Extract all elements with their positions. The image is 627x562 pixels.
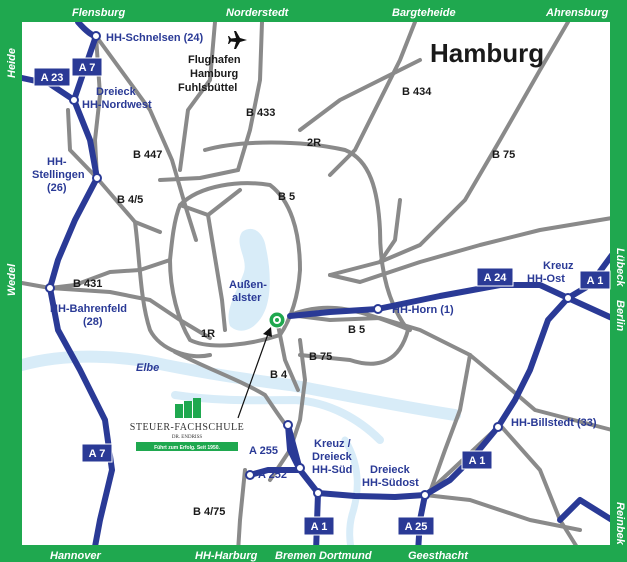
junction-sued-line3: HH-Süd — [312, 464, 352, 476]
horn-node — [373, 304, 383, 314]
dest-norderstedt: Norderstedt — [226, 7, 290, 19]
road-b5-east: B 5 — [348, 324, 365, 336]
shield-a24: A 24 — [476, 267, 514, 287]
steuer-fachschule-logo[interactable]: STEUER-FACHSCHULE DR. ENDRISS Führt zum … — [130, 398, 244, 451]
junction-billstedt: HH-Billstedt (33) — [511, 417, 597, 429]
shield-a7-top: A 7 — [71, 57, 103, 77]
junction-ost-line1: Kreuz — [543, 260, 574, 272]
shield-a7-bottom: A 7 — [81, 443, 113, 463]
svg-text:A 7: A 7 — [79, 62, 96, 74]
road-a252: A 252 — [258, 469, 287, 481]
school-location-marker[interactable] — [268, 311, 286, 329]
svg-text:A 24: A 24 — [484, 272, 508, 284]
road-b433: B 433 — [246, 107, 275, 119]
road-b447: B 447 — [133, 149, 162, 161]
interchange-markers — [45, 31, 573, 500]
svg-text:A 7: A 7 — [89, 448, 106, 460]
junction-schnelsen: HH-Schnelsen (24) — [106, 32, 204, 44]
road-a255: A 255 — [249, 445, 278, 457]
road-b75-ne: B 75 — [492, 149, 515, 161]
stellingen-node — [92, 173, 102, 183]
dest-heide: Heide — [6, 48, 18, 78]
dest-flensburg: Flensburg — [72, 7, 125, 19]
schnelsen-node — [91, 31, 101, 41]
sued-node — [295, 463, 305, 473]
airport-line-3: Fuhlsbüttel — [178, 82, 237, 94]
dest-hannover: Hannover — [50, 550, 101, 562]
svg-text:A 23: A 23 — [41, 72, 64, 84]
label-aussenalster-line2: alster — [232, 292, 262, 304]
road-b45: B 4/5 — [117, 194, 143, 206]
nordwest-node — [69, 95, 79, 105]
road-b75-south: B 75 — [309, 351, 332, 363]
shield-a1-right: A 1 — [579, 270, 611, 290]
junction-nordwest-line1: Dreieck — [96, 86, 137, 98]
dest-bremen-dortmund: Bremen Dortmund — [275, 550, 372, 562]
junction-sued-line1: Kreuz / — [314, 438, 351, 450]
shield-a23: A 23 — [33, 67, 71, 87]
logo-sub: DR. ENDRISS — [172, 435, 203, 440]
road-b434: B 434 — [402, 86, 432, 98]
bahrenfeld-node — [45, 283, 55, 293]
dest-reinbek: Reinbek — [614, 502, 626, 546]
logo-name: STEUER-FACHSCHULE — [130, 422, 244, 433]
dest-geesthacht: Geesthacht — [408, 550, 469, 562]
junction-stellingen-line1: HH- — [47, 156, 67, 168]
dest-wedel: Wedel — [6, 263, 18, 296]
road-b5-north: B 5 — [278, 191, 295, 203]
label-elbe: Elbe — [136, 362, 159, 374]
svg-text:A 1: A 1 — [469, 455, 486, 467]
junction-ost-line2: HH-Ost — [527, 273, 565, 285]
road-1r: 1R — [201, 328, 215, 340]
map-title: Hamburg — [430, 38, 544, 68]
junction-sued-line2: Dreieck — [312, 451, 353, 463]
road-b4: B 4 — [270, 369, 288, 381]
a252-node — [313, 488, 323, 498]
junction-stellingen-line2: Stellingen — [32, 169, 85, 181]
dest-berlin: Berlin — [614, 300, 626, 331]
road-b475: B 4/75 — [193, 506, 225, 518]
logo-bars-icon — [175, 398, 201, 418]
label-aussenalster-line1: Außen- — [229, 279, 267, 291]
logo-slogan: Führt zum Erfolg. Seit 1950. — [154, 445, 220, 451]
shield-a1-mid: A 1 — [461, 450, 493, 470]
a255-node — [283, 420, 293, 430]
ost-node — [563, 293, 573, 303]
junction-nordwest-line2: HH-Nordwest — [82, 99, 152, 111]
aussenalster-lake — [228, 228, 270, 331]
junction-bahrenfeld-line1: HH-Bahrenfeld — [50, 303, 127, 315]
road-2r: 2R — [307, 137, 321, 149]
dest-luebeck: Lübeck — [614, 248, 626, 287]
junction-suedost-line2: HH-Südost — [362, 477, 419, 489]
svg-text:A 25: A 25 — [405, 521, 428, 533]
location-pointer — [237, 327, 272, 419]
suedost-node — [420, 490, 430, 500]
svg-text:A 1: A 1 — [311, 521, 328, 533]
dest-hh-harburg: HH-Harburg — [195, 550, 258, 562]
junction-suedost-line1: Dreieck — [370, 464, 411, 476]
svg-text:A 1: A 1 — [587, 275, 604, 287]
airport-line-2: Hamburg — [190, 68, 238, 80]
junction-bahrenfeld-line2: (28) — [83, 316, 103, 328]
billstedt-node — [493, 422, 503, 432]
junction-horn: HH-Horn (1) — [392, 304, 454, 316]
road-b431: B 431 — [73, 278, 102, 290]
airplane-icon — [228, 31, 247, 49]
shield-a25: A 25 — [397, 516, 435, 536]
airport-line-1: Flughafen — [188, 54, 241, 66]
dest-bargteheide: Bargteheide — [392, 7, 456, 19]
a252-west-node — [245, 470, 255, 480]
dest-ahrensburg: Ahrensburg — [545, 7, 609, 19]
junction-stellingen-line3: (26) — [47, 182, 67, 194]
shield-a1-bottom: A 1 — [303, 516, 335, 536]
